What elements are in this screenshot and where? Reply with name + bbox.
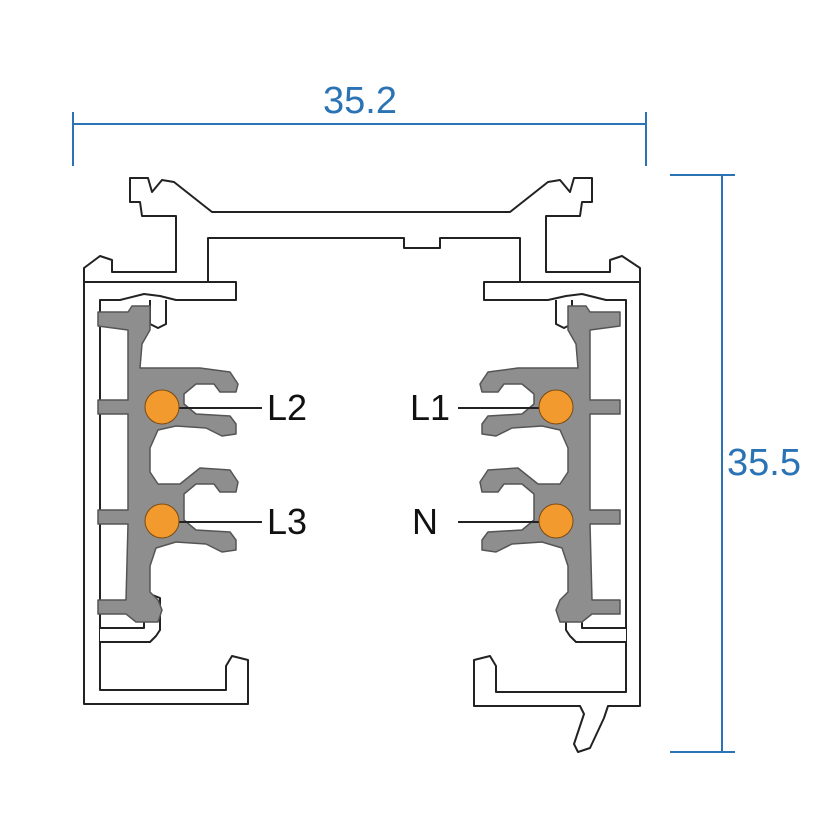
top-mounting-rail [83, 177, 641, 283]
right-insulator [479, 305, 621, 623]
height-dimension: 35.5 [670, 174, 801, 753]
conductor-L2-label: L2 [267, 387, 307, 428]
conductor-L1: L1 [410, 387, 574, 428]
conductor-L2: L2 [144, 387, 307, 428]
conductor-N: N [412, 501, 574, 542]
conductor-L3-label: L3 [267, 501, 307, 542]
conductor-L1-label: L1 [410, 387, 450, 428]
left-inner-notch [149, 300, 167, 329]
width-dimension-label: 35.2 [323, 80, 397, 122]
conductor-N-label: N [412, 501, 438, 542]
right-outer-wall [473, 281, 641, 753]
conductor-L3: L3 [144, 501, 307, 542]
left-insulator [97, 305, 239, 623]
conductor-N-dot [538, 503, 574, 539]
height-dimension-label: 35.5 [727, 442, 801, 484]
left-insulator-body [97, 305, 239, 623]
conductor-L3-dot [144, 503, 180, 539]
width-dimension: 35.2 [72, 80, 647, 166]
right-insulator-body [479, 305, 621, 623]
conductor-L1-dot [538, 389, 574, 425]
conductor-L2-dot [144, 389, 180, 425]
track-profile [83, 177, 641, 753]
left-outer-wall [83, 281, 249, 705]
